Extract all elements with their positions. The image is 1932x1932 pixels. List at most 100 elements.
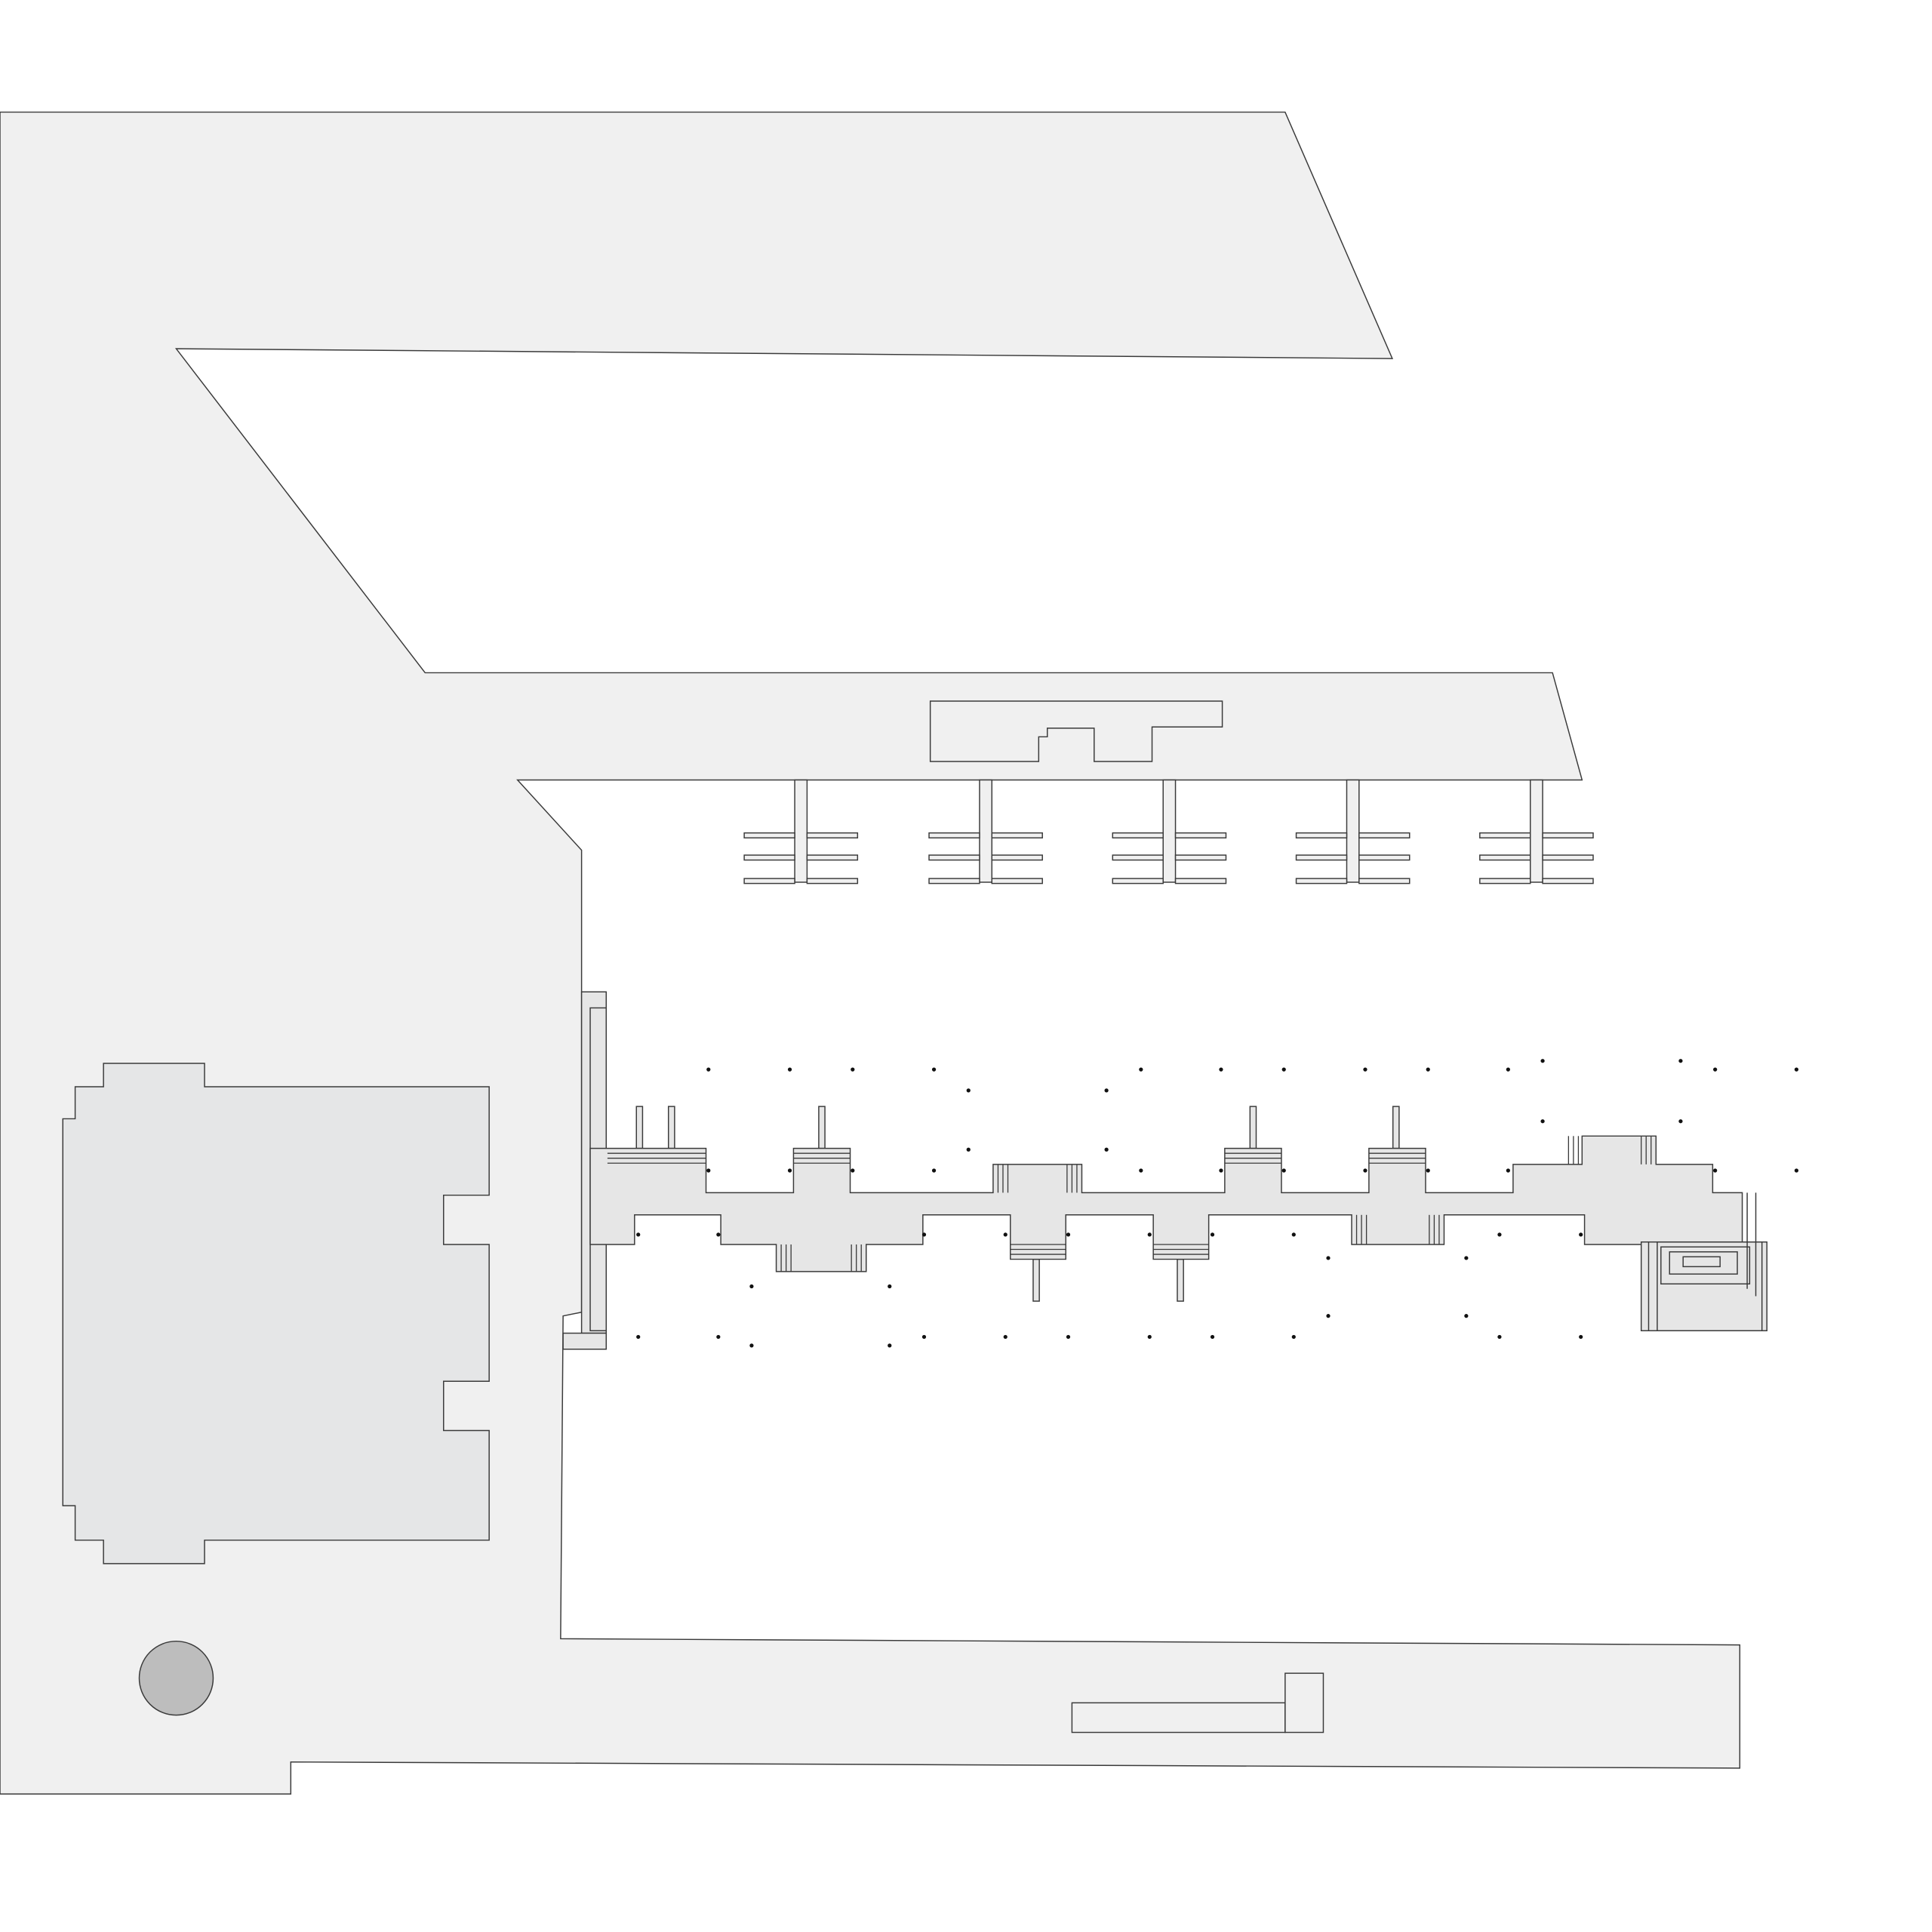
tree-dot	[1066, 1334, 1071, 1340]
tree-dot	[1426, 1067, 1430, 1072]
tree-dot	[1281, 1168, 1286, 1173]
pier-finger	[1295, 854, 1348, 861]
tree-dot	[716, 1232, 721, 1237]
walkway-stem	[635, 1106, 644, 1149]
pier-finger	[1112, 878, 1164, 884]
tree-dot	[787, 1067, 792, 1072]
tree-dot	[1147, 1232, 1152, 1237]
pier-finger	[1479, 832, 1531, 838]
tree-dot	[851, 1168, 855, 1173]
side-strip-foot	[562, 1332, 608, 1350]
tree-dot	[1066, 1232, 1071, 1237]
pier-finger	[806, 832, 859, 838]
walkway-stem	[818, 1106, 826, 1149]
tree-dot	[706, 1067, 711, 1072]
tree-dot	[931, 1168, 937, 1173]
tree-dot	[1003, 1232, 1008, 1237]
tree-dot	[1104, 1147, 1109, 1152]
pier-finger	[743, 878, 795, 884]
pier-finger	[1174, 854, 1227, 861]
tree-dot	[888, 1284, 892, 1289]
pier-group	[743, 779, 1594, 884]
tree-dot	[851, 1067, 855, 1072]
pier-finger	[1295, 878, 1348, 884]
tree-dot	[1326, 1314, 1331, 1318]
tree-dot	[1219, 1067, 1223, 1072]
walkway-stem	[1249, 1106, 1257, 1149]
tree-dot	[749, 1284, 754, 1289]
bottom-structure-annex	[1284, 1672, 1324, 1734]
pier-stem	[979, 779, 993, 883]
tree-dot	[1291, 1334, 1296, 1340]
tree-dot	[1794, 1168, 1799, 1173]
tree-dot	[1579, 1334, 1583, 1340]
tree-dot	[1506, 1168, 1510, 1173]
tree-dot	[1139, 1067, 1143, 1072]
tree-dot	[1291, 1232, 1296, 1237]
tree-dot	[1497, 1334, 1502, 1340]
tree-dot	[1464, 1314, 1469, 1318]
pier-finger	[1542, 878, 1594, 884]
pier-finger	[743, 854, 795, 861]
walkway-stem	[667, 1106, 675, 1149]
tree-dot	[1497, 1232, 1502, 1237]
round-feature	[138, 1640, 214, 1716]
tree-dot	[1363, 1067, 1367, 1072]
ground-area	[0, 111, 1741, 1795]
pier-finger	[1112, 832, 1164, 838]
tree-dot	[888, 1343, 892, 1348]
central-walkway	[589, 1135, 1743, 1272]
end-platform	[1640, 1192, 1767, 1332]
tree-dot	[1219, 1168, 1223, 1173]
tree-dot	[921, 1232, 927, 1237]
pier-stem	[794, 779, 808, 883]
tree-dot	[1210, 1334, 1215, 1340]
pier-finger	[1174, 832, 1227, 838]
tree-dot	[1363, 1168, 1367, 1173]
pier-finger	[1295, 832, 1348, 838]
tree-dot	[636, 1232, 641, 1237]
pier-finger	[1358, 832, 1411, 838]
pier-finger	[1479, 878, 1531, 884]
tree-dot	[921, 1334, 927, 1340]
tree-dots	[636, 1059, 1799, 1348]
tree-dot	[716, 1334, 721, 1340]
tree-dot	[1713, 1168, 1718, 1173]
pier-finger	[1542, 832, 1594, 838]
pier-finger	[1542, 854, 1594, 861]
pier-finger	[928, 878, 980, 884]
tree-dot	[931, 1067, 937, 1072]
bottom-structure	[1071, 1702, 1286, 1734]
tree-dot	[966, 1147, 971, 1152]
tree-dot	[1540, 1059, 1545, 1063]
pier-stem	[1346, 779, 1360, 883]
pier-finger	[991, 832, 1043, 838]
pier-finger	[928, 832, 980, 838]
tree-dot	[1210, 1232, 1215, 1237]
pier-finger	[806, 854, 859, 861]
tree-dot	[1147, 1334, 1152, 1340]
tree-dot	[1003, 1334, 1008, 1340]
tree-dot	[636, 1334, 641, 1340]
tree-dot	[1579, 1232, 1583, 1237]
tree-dot	[1678, 1119, 1683, 1124]
tree-dot	[706, 1168, 711, 1173]
tree-dot	[787, 1168, 792, 1173]
tree-dot	[1281, 1067, 1286, 1072]
pier-finger	[928, 854, 980, 861]
tree-dot	[1426, 1168, 1430, 1173]
pier-finger	[806, 878, 859, 884]
top-structure	[929, 700, 1223, 762]
pier-finger	[991, 854, 1043, 861]
pier-finger	[743, 832, 795, 838]
tree-dot	[1713, 1067, 1718, 1072]
pier-finger	[1358, 854, 1411, 861]
tree-dot	[1794, 1067, 1799, 1072]
tree-dot	[1464, 1256, 1469, 1260]
main-building	[62, 1063, 490, 1564]
tree-dot	[966, 1088, 971, 1093]
stair-lines	[607, 1136, 1652, 1272]
pier-finger	[1112, 854, 1164, 861]
walkway-stem	[1392, 1106, 1400, 1149]
